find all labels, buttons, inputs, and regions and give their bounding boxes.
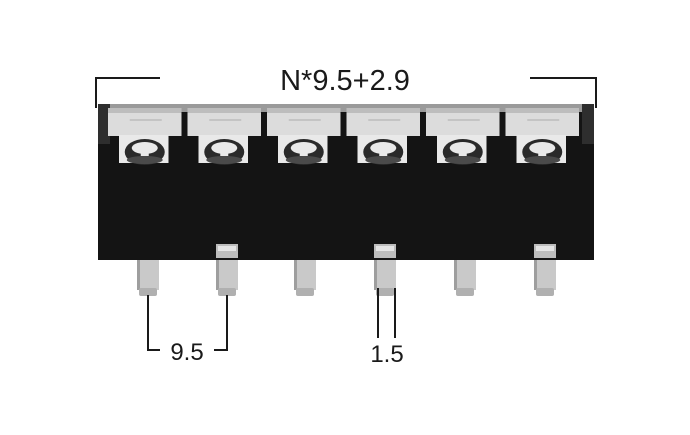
overall-dim-right-bracket <box>530 77 597 108</box>
pitch-dimension: 9.5 <box>147 295 228 366</box>
pin-tip <box>139 288 157 296</box>
screw-highlight <box>524 156 561 164</box>
cover-top-rim <box>346 108 420 113</box>
pin-tip <box>296 288 314 296</box>
pin-shank <box>454 260 476 290</box>
screw-slot-notch <box>458 146 467 156</box>
pin-shank <box>294 260 316 290</box>
pitch-dim-right-line <box>214 295 228 351</box>
pin-shadow <box>454 260 457 290</box>
pin-shank <box>534 260 556 290</box>
solder-pins <box>137 244 556 296</box>
right-end-cap <box>582 104 594 144</box>
pin-width-label: 1.5 <box>370 341 403 368</box>
overall-width-label: N*9.5+2.9 <box>280 65 410 97</box>
cover-top-rim <box>108 108 182 113</box>
pin-tip <box>536 288 554 296</box>
pin-collar-highlight <box>376 246 394 251</box>
pin-tip <box>218 288 236 296</box>
left-end-cap <box>98 104 110 144</box>
screw-slot-notch <box>538 146 547 156</box>
pin-shank <box>137 260 159 290</box>
pin-shank <box>216 260 238 290</box>
pitch-label: 9.5 <box>170 339 203 366</box>
pin-shadow <box>137 260 140 290</box>
solder-pin <box>216 244 238 296</box>
pin-tip <box>456 288 474 296</box>
solder-pin <box>374 244 396 296</box>
solder-pin <box>534 244 556 296</box>
pin-shadow <box>294 260 297 290</box>
terminal-position <box>505 108 579 165</box>
pin-shadow <box>374 260 377 290</box>
pin-collar-highlight <box>218 246 236 251</box>
screw-highlight <box>126 156 163 164</box>
screw-highlight <box>206 156 243 164</box>
pin-collar-highlight <box>536 246 554 251</box>
cover-top-rim <box>505 108 579 113</box>
pin-shadow <box>534 260 537 290</box>
pin-width-dimension: 1.5 <box>370 288 404 368</box>
pin-tip <box>376 288 394 296</box>
screw-highlight <box>285 156 322 164</box>
screw-highlight <box>444 156 481 164</box>
cover-top-rim <box>267 108 341 113</box>
screw-slot-notch <box>220 146 229 156</box>
screw-slot-notch <box>379 146 388 156</box>
terminal-position <box>346 108 420 165</box>
solder-pin <box>454 260 476 296</box>
terminal-position <box>187 108 261 165</box>
screw-slot-notch <box>299 146 308 156</box>
pitch-dim-left-line <box>147 295 160 351</box>
terminal-position <box>267 108 341 165</box>
overall-dim-left-bracket <box>95 77 160 108</box>
top-edge <box>98 104 594 112</box>
terminal-position <box>108 108 182 165</box>
terminal-position <box>426 108 500 165</box>
screw-slot-notch <box>140 146 149 156</box>
solder-pin <box>294 260 316 296</box>
cover-top-rim <box>187 108 261 113</box>
pin-shadow <box>216 260 219 290</box>
solder-pin <box>137 260 159 296</box>
screw-highlight <box>365 156 402 164</box>
cover-top-rim <box>426 108 500 113</box>
terminal-positions <box>108 108 579 165</box>
pin-shank <box>374 260 396 290</box>
overall-width-dimension: N*9.5+2.9 <box>95 65 597 108</box>
